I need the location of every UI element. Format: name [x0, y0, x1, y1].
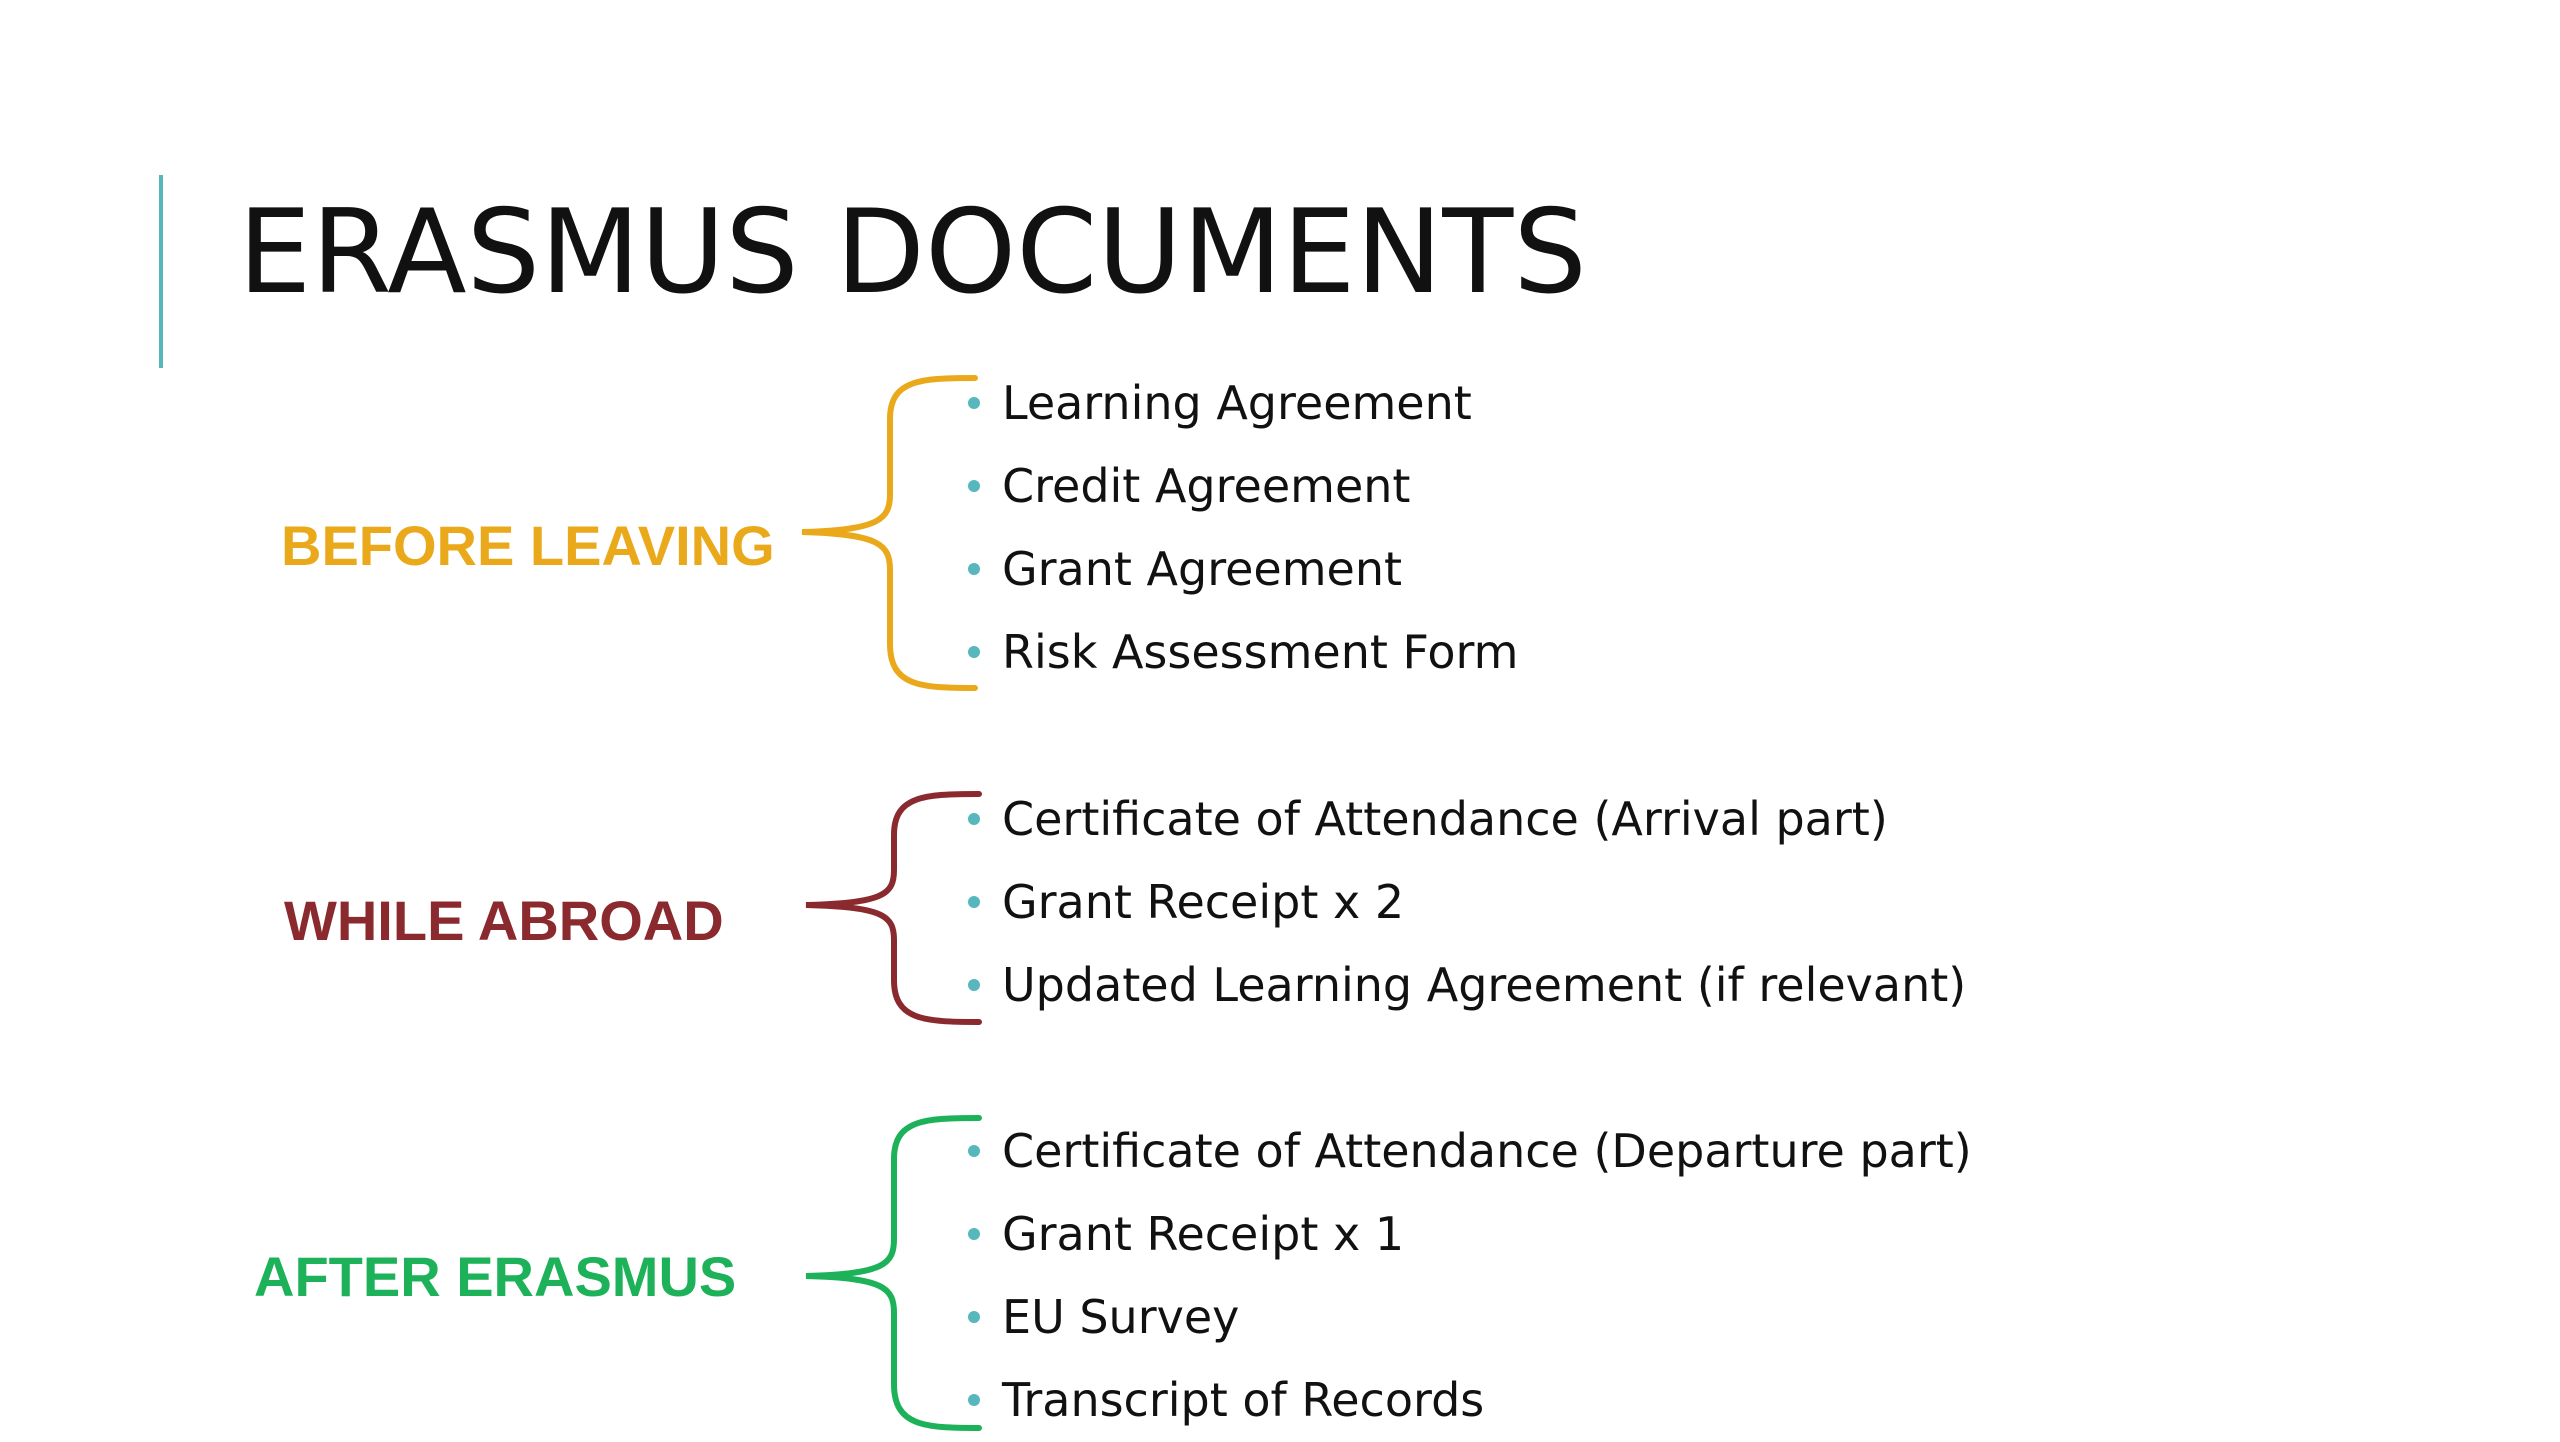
brace-after-erasmus-stroke [805, 1115, 982, 1431]
bullet-icon [968, 1145, 980, 1157]
list-item: Risk Assessment Form [968, 611, 1518, 694]
bullet-icon [968, 1394, 980, 1406]
bullet-icon [968, 563, 980, 575]
bullet-icon [968, 813, 980, 825]
list-item: Grant Agreement [968, 528, 1518, 611]
bullet-icon [968, 480, 980, 492]
brace-before-leaving-stroke [801, 375, 978, 691]
list-item: EU Survey [968, 1276, 1972, 1359]
list-item-text: Transcript of Records [1002, 1373, 1485, 1427]
list-item-text: Grant Receipt x 1 [1002, 1207, 1405, 1261]
bullet-icon [968, 397, 980, 409]
list-item-text: Grant Receipt x 2 [1002, 875, 1405, 929]
section-label-while-abroad: WHILE ABROAD [284, 889, 724, 952]
list-item-text: Credit Agreement [1002, 459, 1411, 513]
bullet-icon [968, 646, 980, 658]
section-label-before-leaving: BEFORE LEAVING [281, 514, 775, 577]
list-after-erasmus: Certificate of Attendance (Departure par… [968, 1110, 1972, 1442]
brace-while-abroad [805, 791, 982, 1025]
list-item-text: Certificate of Attendance (Arrival part) [1002, 792, 1888, 846]
bullet-icon [968, 979, 980, 991]
list-item: Updated Learning Agreement (if relevant) [968, 944, 1966, 1027]
brace-before-leaving [801, 375, 978, 691]
list-item: Learning Agreement [968, 362, 1518, 445]
bullet-icon [968, 1228, 980, 1240]
list-item: Transcript of Records [968, 1359, 1972, 1442]
list-item-text: Grant Agreement [1002, 542, 1403, 596]
list-item-text: Learning Agreement [1002, 376, 1472, 430]
brace-after-erasmus [805, 1115, 982, 1431]
title-accent-bar [159, 175, 163, 368]
list-before-leaving: Learning Agreement Credit Agreement Gran… [968, 362, 1518, 694]
bullet-icon [968, 896, 980, 908]
list-item: Grant Receipt x 1 [968, 1193, 1972, 1276]
list-item: Credit Agreement [968, 445, 1518, 528]
bullet-icon [968, 1311, 980, 1323]
brace-while-abroad-stroke [805, 791, 982, 1025]
section-label-after-erasmus: AFTER ERASMUS [254, 1245, 737, 1308]
slide-title: ERASMUS DOCUMENTS [238, 185, 1587, 320]
list-item: Certificate of Attendance (Departure par… [968, 1110, 1972, 1193]
list-item-text: EU Survey [1002, 1290, 1240, 1344]
list-item-text: Certificate of Attendance (Departure par… [1002, 1124, 1972, 1178]
list-item-text: Updated Learning Agreement (if relevant) [1002, 958, 1967, 1012]
list-while-abroad: Certificate of Attendance (Arrival part)… [968, 778, 1966, 1027]
list-item: Grant Receipt x 2 [968, 861, 1966, 944]
list-item: Certificate of Attendance (Arrival part) [968, 778, 1966, 861]
list-item-text: Risk Assessment Form [1002, 625, 1519, 679]
